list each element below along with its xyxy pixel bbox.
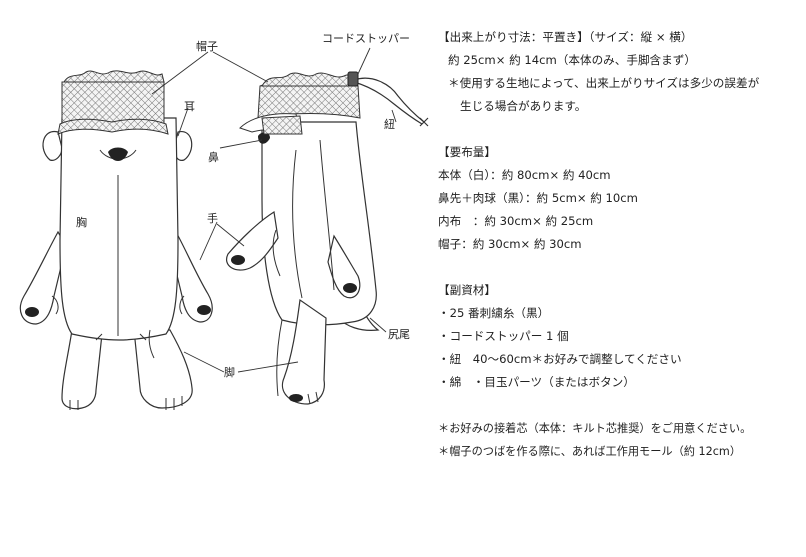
left-leg xyxy=(61,329,103,410)
size-value: 約 25cm× 約 14cm（本体のみ、手脚含まず） xyxy=(448,53,696,67)
label-hat: 帽子 xyxy=(196,40,218,53)
side-nose xyxy=(258,132,270,144)
side-bear-details xyxy=(272,139,335,405)
note: ＊帽子のつばを作る際に、あれば工作用モール（約 12cm） xyxy=(438,445,742,458)
left-ear xyxy=(42,131,63,161)
front-nose xyxy=(108,147,128,161)
front-paw-pads xyxy=(25,305,211,317)
side-paw-pads xyxy=(231,255,357,402)
leader-lines xyxy=(151,47,397,373)
fabric-item: 帽子：約 30cm× 約 30cm xyxy=(438,237,582,251)
materials-item: ・25 番刺繍糸（黒） xyxy=(438,306,550,320)
size-heading: 【出来上がり寸法：平置き】（サイズ：縦 × 横） xyxy=(438,30,693,44)
label-cord-stopper: コードストッパー xyxy=(322,32,410,45)
label-ear: 耳 xyxy=(184,100,195,113)
front-hat xyxy=(57,70,169,135)
fabric-item: 鼻先＋肉球（黒）：約 5cm× 約 10cm xyxy=(438,191,638,205)
left-arm xyxy=(19,230,67,325)
fabric-item: 内布 ：約 30cm× 約 25cm xyxy=(438,214,594,228)
materials-item: ・コードストッパー 1 個 xyxy=(438,329,569,343)
materials-item: ・綿 ・目玉パーツ（またはボタン） xyxy=(438,375,635,389)
fabric-heading: 【要布量】 xyxy=(438,145,496,159)
label-leg: 脚 xyxy=(224,366,235,379)
bear-diagram xyxy=(19,47,429,410)
cord-stopper xyxy=(347,71,429,127)
materials-heading: 【副資材】 xyxy=(438,283,496,297)
pattern-illustration: 帽子 耳 胸 鼻 手 脚 コードストッパー 紐 尻尾 xyxy=(19,32,429,410)
label-hand: 手 xyxy=(207,212,218,225)
right-leg xyxy=(133,329,193,409)
label-cord: 紐 xyxy=(384,118,395,131)
label-nose: 鼻 xyxy=(208,151,219,164)
front-body xyxy=(59,117,179,341)
side-hat xyxy=(239,72,361,135)
label-tail: 尻尾 xyxy=(388,328,410,341)
side-body xyxy=(261,121,377,326)
label-chest: 胸 xyxy=(76,216,87,229)
front-bear xyxy=(19,117,213,410)
note: ＊お好みの接着芯（本体：キルト芯推奨）をご用意ください。 xyxy=(438,422,752,435)
materials-item: ・紐 40〜60cm＊お好みで調整してください xyxy=(438,352,682,366)
side-bear xyxy=(226,121,380,405)
spec-text: 【出来上がり寸法：平置き】（サイズ：縦 × 横） 約 25cm× 約 14cm（… xyxy=(438,26,804,463)
side-leg xyxy=(281,298,327,405)
front-bear-details xyxy=(51,149,185,410)
size-note-1: ＊使用する生地によって、出来上がりサイズは多少の誤差が xyxy=(448,76,760,90)
size-note-2: 生じる場合があります。 xyxy=(460,99,587,113)
fabric-item: 本体（白）：約 80cm× 約 40cm xyxy=(438,168,611,182)
